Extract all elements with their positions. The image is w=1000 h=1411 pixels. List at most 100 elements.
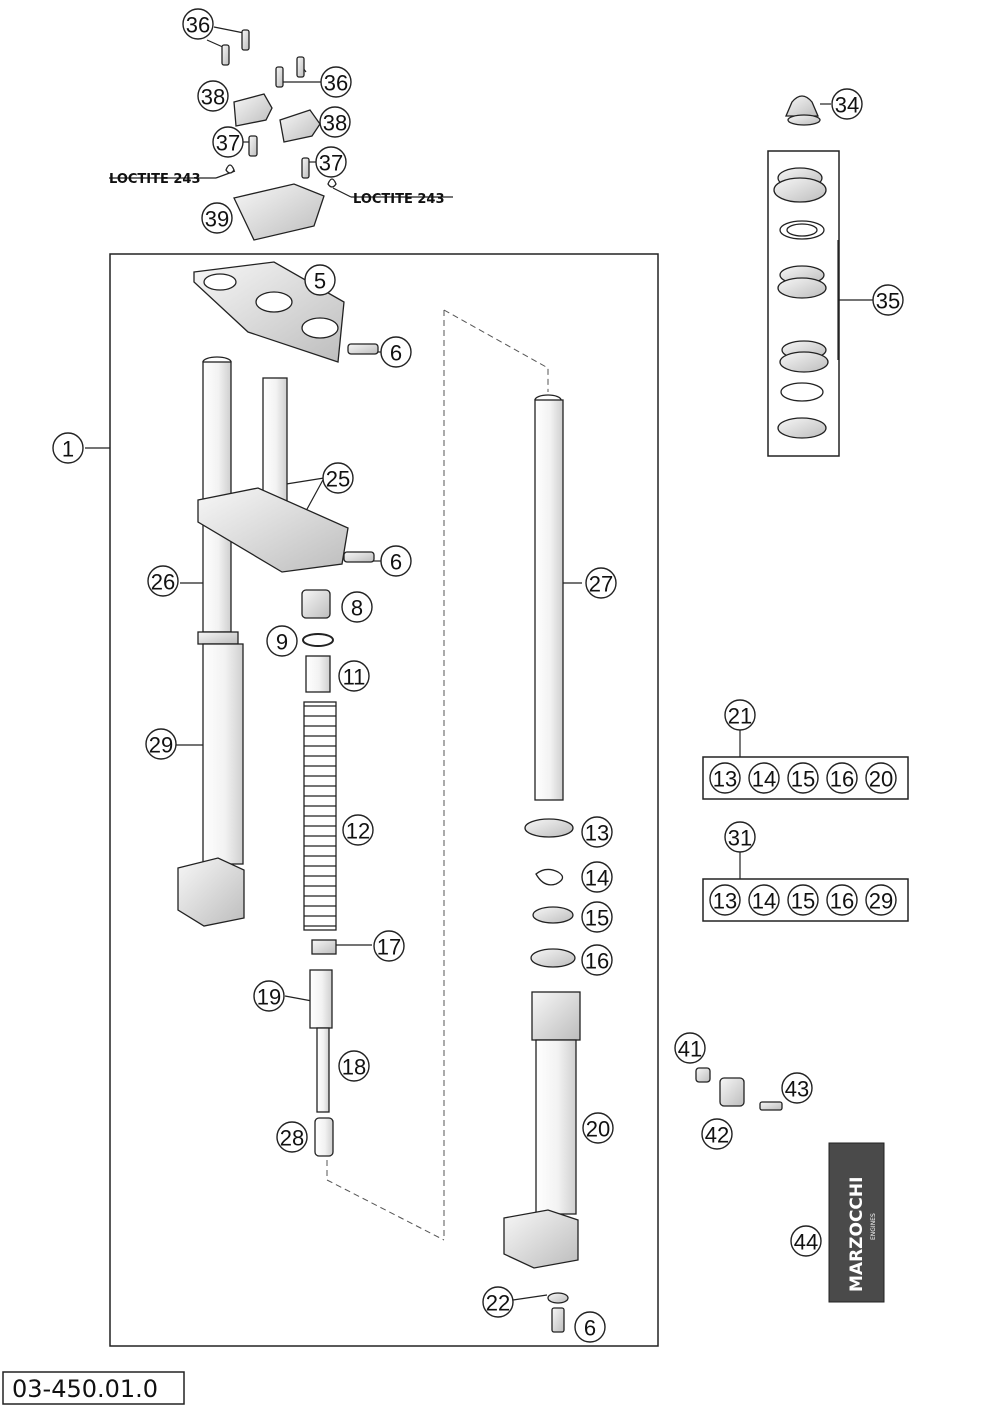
callout-22-circle bbox=[482, 1286, 514, 1318]
callout-18-number: 18 bbox=[342, 1055, 366, 1080]
callout-39-number: 39 bbox=[205, 207, 229, 232]
callout-9-number: 9 bbox=[276, 630, 288, 655]
callout-28-number: 28 bbox=[280, 1126, 304, 1151]
callout-27-number: 27 bbox=[589, 572, 613, 597]
callout-42-number: 42 bbox=[705, 1123, 729, 1148]
callout-17-circle bbox=[373, 930, 405, 962]
callout-14-circle bbox=[581, 861, 613, 893]
kit31-frame bbox=[702, 878, 909, 922]
callout-38a: 38 bbox=[197, 80, 229, 112]
callout-5-number: 5 bbox=[314, 269, 326, 294]
callout-43-circle bbox=[781, 1072, 813, 1104]
callout-13: 13 bbox=[581, 816, 613, 848]
kit21-item-13-number: 13 bbox=[713, 767, 737, 792]
callout-18: 18 bbox=[338, 1050, 370, 1082]
callout-11: 11 bbox=[338, 660, 370, 692]
callout-36b-circle bbox=[320, 66, 352, 98]
callout-15-number: 15 bbox=[585, 906, 609, 931]
kit31-item-29-circle bbox=[865, 884, 897, 916]
fork-spring bbox=[304, 705, 336, 927]
callout-9: 9 bbox=[266, 625, 298, 657]
callout-21: 21 bbox=[724, 699, 756, 731]
kit31-item-15: 15 bbox=[787, 884, 819, 916]
kit31-item-14-number: 14 bbox=[752, 889, 776, 914]
callout-31-number: 31 bbox=[728, 826, 752, 851]
callout-44-number: 44 bbox=[794, 1230, 818, 1255]
kit21-item-16-circle bbox=[826, 762, 858, 794]
callout-27: 27 bbox=[585, 567, 617, 599]
callout-18-circle bbox=[338, 1050, 370, 1082]
kit31-item-16: 16 bbox=[826, 884, 858, 916]
callout-19-number: 19 bbox=[257, 985, 281, 1010]
callout-37a: 37 bbox=[212, 126, 244, 158]
callout-38a-circle bbox=[197, 80, 229, 112]
callout-21-circle bbox=[724, 699, 756, 731]
callout-31: 31 bbox=[724, 821, 756, 853]
callout-20: 20 bbox=[582, 1112, 614, 1144]
steering-stem bbox=[197, 377, 349, 573]
callout-39-circle bbox=[201, 202, 233, 234]
callout-35-circle bbox=[872, 284, 904, 316]
right-fork-leg bbox=[503, 394, 581, 1333]
callout-31-circle bbox=[724, 821, 756, 853]
callout-38b: 38 bbox=[319, 106, 351, 138]
callout-12-number: 12 bbox=[346, 819, 370, 844]
callout-15: 15 bbox=[581, 901, 613, 933]
callout-15-circle bbox=[581, 901, 613, 933]
callout-6a-number: 6 bbox=[390, 341, 402, 366]
marzocchi-logo: MARZOCCHI ENGINES bbox=[828, 1142, 885, 1303]
callout-38b-number: 38 bbox=[323, 111, 347, 136]
callout-37b-number: 37 bbox=[319, 151, 343, 176]
handlebar-clamp-parts bbox=[221, 29, 337, 241]
callout-35-number: 35 bbox=[876, 289, 900, 314]
loctite-label-left: LOCTITE 243 bbox=[109, 172, 201, 187]
callout-9-circle bbox=[266, 625, 298, 657]
callout-14-number: 14 bbox=[585, 866, 609, 891]
kit31-item-13-number: 13 bbox=[713, 889, 737, 914]
callout-39: 39 bbox=[201, 202, 233, 234]
left-fork-leg bbox=[177, 356, 245, 927]
callout-6a: 6 bbox=[380, 336, 412, 368]
kit31-item-14: 14 bbox=[748, 884, 780, 916]
callout-42: 42 bbox=[701, 1118, 733, 1150]
callout-20-number: 20 bbox=[586, 1117, 610, 1142]
callout-25-circle bbox=[322, 462, 354, 494]
kit31-item-29-number: 29 bbox=[869, 889, 893, 914]
callout-21-number: 21 bbox=[728, 704, 752, 729]
callout-14: 14 bbox=[581, 861, 613, 893]
callout-38a-number: 38 bbox=[201, 85, 225, 110]
callout-34-number: 34 bbox=[835, 93, 859, 118]
kit21-item-20: 20 bbox=[865, 762, 897, 794]
callout-43: 43 bbox=[781, 1072, 813, 1104]
callout-22-number: 22 bbox=[486, 1291, 510, 1316]
callout-19: 19 bbox=[253, 980, 285, 1012]
callout-12: 12 bbox=[342, 814, 374, 846]
kit21-item-15-circle bbox=[787, 762, 819, 794]
kit31-item-15-number: 15 bbox=[791, 889, 815, 914]
callout-16-circle bbox=[581, 944, 613, 976]
callout-36b-number: 36 bbox=[324, 71, 348, 96]
callout-35: 35 bbox=[872, 284, 904, 316]
brand-logo-sub: ENGINES bbox=[870, 1213, 877, 1240]
callout-41: 41 bbox=[674, 1032, 706, 1064]
callout-36a: 36 bbox=[182, 8, 214, 40]
callout-11-number: 11 bbox=[343, 665, 366, 690]
doc-number-frame bbox=[2, 1371, 185, 1405]
callout-37b-circle bbox=[315, 146, 347, 178]
callout-41-circle bbox=[674, 1032, 706, 1064]
callout-6a-circle bbox=[380, 336, 412, 368]
kit31-item-16-circle bbox=[826, 884, 858, 916]
callout-13-number: 13 bbox=[585, 821, 609, 846]
kit21-item-13-circle bbox=[709, 762, 741, 794]
callout-26: 26 bbox=[147, 565, 179, 597]
callout-6c-number: 6 bbox=[584, 1316, 596, 1341]
callout-16: 16 bbox=[581, 944, 613, 976]
kit21-item-14-circle bbox=[748, 762, 780, 794]
callout-17: 17 bbox=[373, 930, 405, 962]
callout-6b-circle bbox=[380, 545, 412, 577]
callout-28: 28 bbox=[276, 1121, 308, 1153]
kit31-item-16-number: 16 bbox=[830, 889, 854, 914]
